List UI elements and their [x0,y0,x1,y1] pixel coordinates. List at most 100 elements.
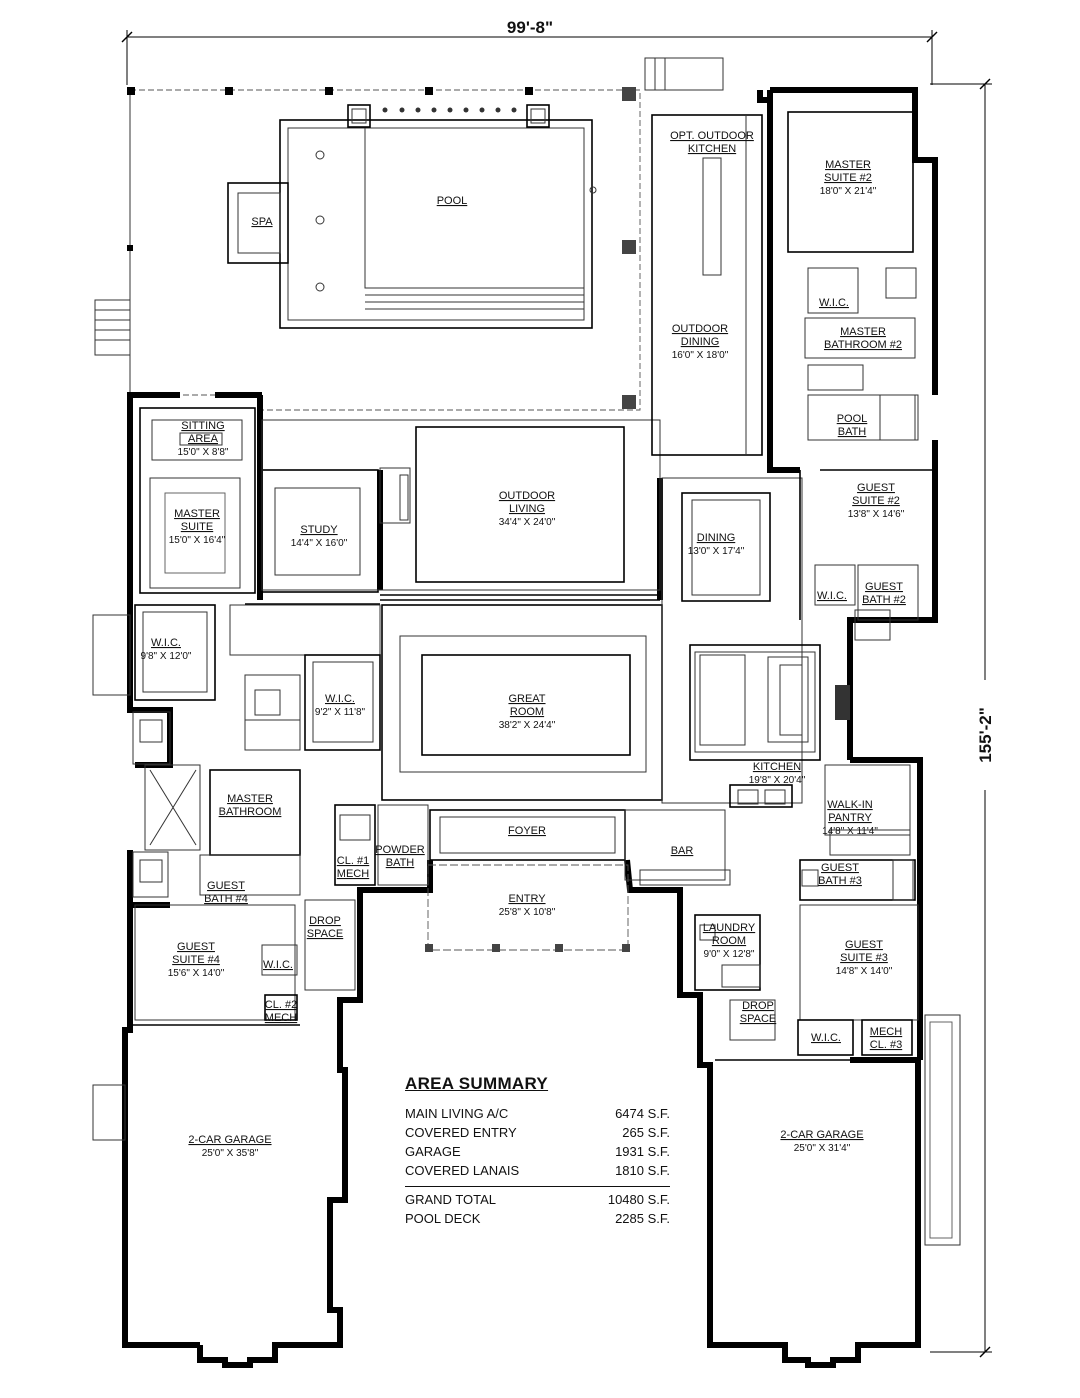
room-foyer: FOYER [508,825,546,837]
room-name-line: SUITE [181,521,213,533]
room-name-line: MASTER [825,159,871,171]
room-name-line: SITTING [181,420,224,432]
room-name-line: FOYER [508,825,546,837]
room-name-line: ENTRY [508,893,546,905]
room-wic-master-b: W.I.C.9'2" X 11'8" [315,693,366,718]
room-name-line: MECH [870,1026,902,1038]
room-name-line: DROP [309,915,341,927]
room-name-line: GREAT [508,693,545,705]
room-name-line: DINING [697,532,736,544]
room-size: 13'0" X 17'4" [688,546,745,557]
room-name-line: LIVING [509,503,545,515]
area-summary-title: AREA SUMMARY [405,1074,549,1093]
room-name-line: PANTRY [828,812,872,824]
room-name-line: SUITE #4 [172,954,220,966]
room-size: 38'2" X 24'4" [499,720,556,731]
room-name-line: W.I.C. [151,637,181,649]
room-size: 16'0" X 18'0" [672,350,729,361]
room-name-line: CL. #1 [337,855,369,867]
room-name-line: CL. #2 [265,999,297,1011]
room-name-line: AREA [188,433,219,445]
room-name-line: W.I.C. [811,1032,841,1044]
room-size: 14'8" X 14'0" [836,966,893,977]
depth-dimension-label: 155'-2" [976,707,995,763]
room-name-line: GUEST [821,862,859,874]
room-size: 19'8" X 20'4" [749,775,806,786]
room-name-line: DROP [742,1000,774,1012]
room-name-line: OUTDOOR [672,323,728,335]
room-name-line: DINING [681,336,720,348]
width-dimension-label: 99'-8" [507,18,553,37]
room-name-line: OPT. OUTDOOR [670,130,754,142]
room-name-line: W.I.C. [819,297,849,309]
room-name-line: STUDY [300,524,338,536]
room-size: 25'0" X 31'4" [794,1143,851,1154]
room-size: 9'0" X 12'8" [704,949,755,960]
pool-structure [227,104,597,329]
room-name-line: MASTER [227,793,273,805]
room-name-line: SPACE [307,928,343,940]
room-wic-master-2: W.I.C. [819,297,849,309]
room-size: 9'8" X 12'0" [141,651,192,662]
area-summary-divider [405,1186,670,1187]
room-name-line: POOL [837,413,868,425]
room-name-line: WALK-IN [827,799,872,811]
room-name-line: BATH [386,857,415,869]
room-name-line: KITCHEN [688,143,736,155]
room-name-line: CL. #3 [870,1039,902,1051]
room-name-line: SPA [251,216,273,228]
room-wic-master-a: W.I.C. 9'8" X 12'0" [141,637,192,662]
room-size: 9'2" X 11'8" [315,707,366,718]
room-name-line: BATHROOM [219,806,282,818]
room-name-line: 2-CAR GARAGE [780,1129,863,1141]
room-size: 18'0" X 21'4" [820,186,877,197]
room-name-line: BATH #3 [818,875,862,887]
room-name-line: GUEST [207,880,245,892]
room-size: 15'6" X 14'0" [168,968,225,979]
room-name-line: OUTDOOR [499,490,555,502]
room-name-line: W.I.C. [817,590,847,602]
room-name-line: SUITE #3 [840,952,888,964]
room-size: 14'8" X 11'4" [822,826,878,837]
room-name-line: POWDER [375,844,425,856]
room-study: STUDY 14'4" X 16'0" [291,524,348,549]
room-name-line: GUEST [177,941,215,953]
room-size: 14'4" X 16'0" [291,538,348,549]
pool-deck [94,57,724,411]
room-name-line: BATHROOM #2 [824,339,902,351]
room-name-line: GUEST [857,482,895,494]
room-name-line: ROOM [510,706,544,718]
room-size: 34'4" X 24'0" [499,517,556,528]
interior-walls [92,111,961,1246]
room-wic-guest-3: W.I.C. [811,1032,841,1044]
room-name-line: POOL [437,195,468,207]
room-name-line: MECH [337,868,369,880]
room-name-line: SUITE #2 [852,495,900,507]
room-size: 25'8" X 10'8" [499,907,556,918]
room-name-line: GUEST [865,581,903,593]
